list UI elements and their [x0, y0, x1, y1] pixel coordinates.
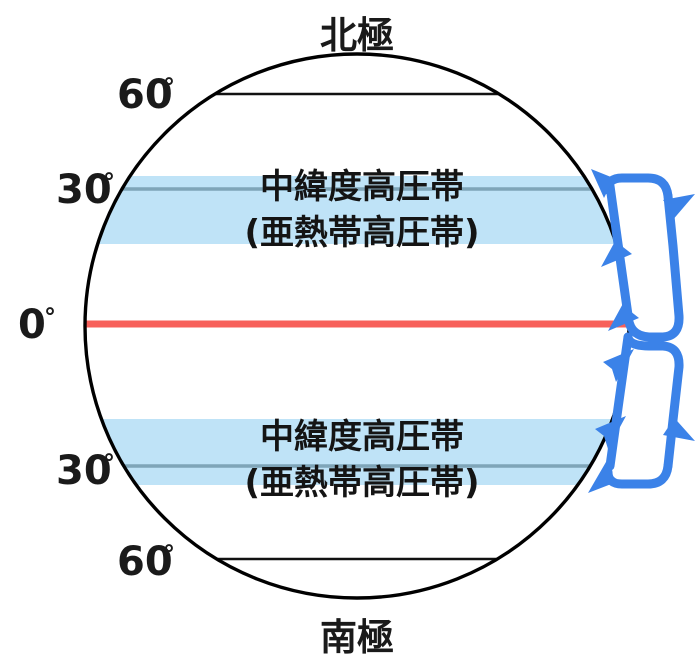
latitude-label-60n-value: 60: [117, 72, 173, 118]
latitude-label-equator-degree: °: [44, 303, 56, 331]
south-subtropical-high-band: [85, 419, 629, 485]
latitude-label-60s-degree: °: [163, 540, 175, 568]
latitude-label-30n-degree: °: [103, 168, 115, 196]
north-zone-label-line2: (亜熱帯高圧帯): [244, 213, 479, 253]
south-zone-label-line2: (亜熱帯高圧帯): [244, 463, 479, 503]
north-zone-label-line1: 中緯度高圧帯: [260, 167, 464, 207]
north-pole-label: 北極: [320, 14, 394, 57]
north-cell-outer-limb: [658, 191, 684, 342]
latitude-label-30s-value: 30: [56, 448, 112, 494]
south-cell-arrow-downleft: [588, 462, 619, 493]
south-zone-label-group: 中緯度高圧帯 (亜熱帯高圧帯): [244, 417, 479, 503]
south-cell-arrow-upperinner: [603, 349, 634, 382]
latitude-label-group: 60 ° 30 ° 0 ° 30 ° 60 °: [18, 72, 175, 585]
south-pole-label: 南極: [320, 616, 394, 659]
north-cell-arrow-midinner: [601, 234, 632, 267]
latitude-label-30s: 30 °: [56, 448, 115, 494]
south-zone-label-line1: 中緯度高圧帯: [260, 417, 464, 457]
north-cell-arrow-outer: [663, 194, 695, 222]
latitude-label-equator-value: 0: [18, 302, 46, 348]
latitude-label-30n: 30 °: [56, 167, 115, 213]
latitude-label-equator: 0 °: [18, 302, 56, 348]
south-cell-arrow-outer: [663, 413, 695, 441]
north-cell-arrow-upleft: [591, 169, 621, 198]
latitude-label-60n: 60 °: [117, 72, 175, 118]
north-cell-arrow-lowerinner: [608, 298, 639, 331]
latitude-label-60s-value: 60: [117, 539, 173, 585]
latitude-label-30n-value: 30: [56, 167, 112, 213]
pressure-band-group: [85, 176, 629, 485]
north-cell-arrowheads: [591, 169, 695, 331]
south-cell-arrowheads: [588, 349, 695, 493]
latitude-label-30s-degree: °: [103, 449, 115, 477]
south-cell-outer-limb: [658, 341, 684, 471]
north-zone-label-group: 中緯度高圧帯 (亜熱帯高圧帯): [244, 167, 479, 253]
latitude-label-60n-degree: °: [163, 73, 175, 101]
south-cell-top-connector: [623, 332, 668, 351]
south-cell-arrow-midinner: [595, 416, 626, 449]
latitude-label-60s: 60 °: [117, 539, 175, 585]
